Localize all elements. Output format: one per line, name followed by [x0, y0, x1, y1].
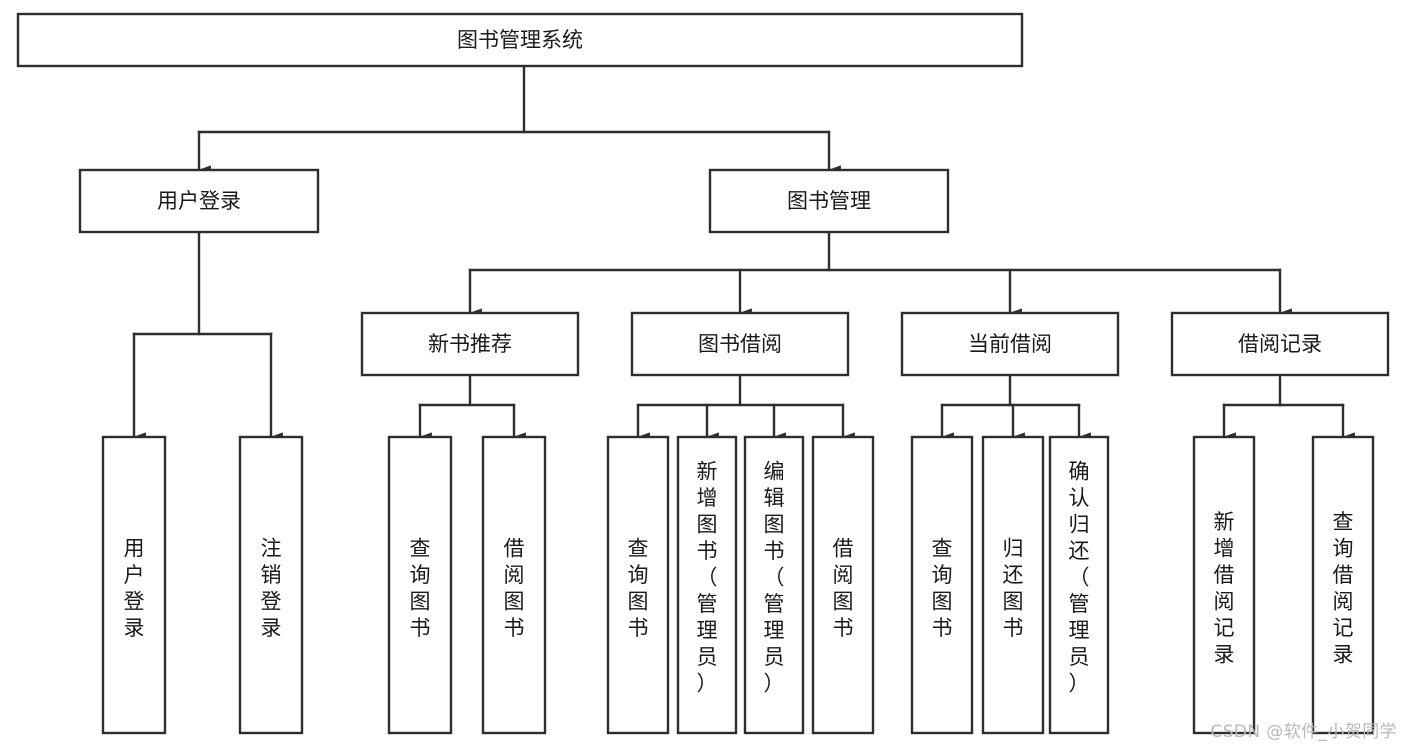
node-box[interactable] — [1192, 435, 1256, 735]
node-label: 借阅图书 — [833, 536, 854, 640]
node-label: 用户登录 — [124, 536, 145, 640]
connector-level1-book-to-level2 — [468, 230, 1292, 318]
connector-book-borrow-to-leaves — [636, 373, 855, 442]
node-box[interactable] — [360, 311, 580, 377]
node-label: 借阅记录 — [1238, 332, 1322, 356]
node-box[interactable] — [743, 435, 805, 735]
node-box[interactable] — [238, 435, 304, 735]
node-leaf-borrow-book-1[interactable]: 借阅图书 — [481, 435, 547, 735]
node-label: 查询图书 — [628, 536, 649, 640]
node-label: 图书借阅 — [698, 332, 782, 356]
node-leaf-query-book-2[interactable]: 查询图书 — [606, 435, 670, 735]
node-leaf-query-record[interactable]: 查询借阅记录 — [1311, 435, 1375, 735]
node-label: 当前借阅 — [968, 332, 1052, 356]
node-box[interactable] — [708, 168, 950, 234]
node-current-borrow[interactable]: 当前借阅 — [900, 311, 1120, 377]
node-borrow-record[interactable]: 借阅记录 — [1170, 311, 1390, 377]
node-box[interactable] — [101, 435, 167, 735]
connector-root-to-level1 — [197, 64, 841, 175]
node-leaf-borrow-book-2[interactable]: 借阅图书 — [811, 435, 875, 735]
node-leaf-add-book[interactable]: 新增图书（管理员） — [676, 435, 738, 735]
node-leaf-query-book-1[interactable]: 查询图书 — [387, 435, 453, 735]
connector-level1-user-to-leaves — [132, 230, 283, 442]
node-box[interactable] — [811, 435, 875, 735]
node-leaf-confirm-return[interactable]: 确认归还（管理员） — [1048, 435, 1110, 735]
node-box[interactable] — [1048, 435, 1110, 735]
node-label: 图书管理 — [787, 189, 871, 213]
node-box[interactable] — [981, 435, 1045, 735]
node-label: 用户登录 — [157, 189, 241, 213]
node-label: 注销登录 — [261, 536, 282, 640]
node-label: 查询图书 — [410, 536, 431, 640]
node-box[interactable] — [481, 435, 547, 735]
nodes-layer: 图书管理系统用户登录图书管理新书推荐图书借阅当前借阅借阅记录用户登录注销登录查询… — [16, 12, 1390, 735]
node-label: 确认归还（管理员） — [1069, 459, 1090, 695]
node-label: 借阅图书 — [504, 536, 525, 640]
node-label: 编辑图书（管理员） — [764, 459, 785, 695]
node-label: 查询借阅记录 — [1333, 510, 1354, 667]
node-box[interactable] — [606, 435, 670, 735]
node-leaf-user-login[interactable]: 用户登录 — [101, 435, 167, 735]
node-leaf-add-record[interactable]: 新增借阅记录 — [1192, 435, 1256, 735]
node-user-login[interactable]: 用户登录 — [78, 168, 320, 234]
node-box[interactable] — [16, 12, 1024, 68]
node-label: 归还图书 — [1003, 536, 1024, 640]
node-label: 新增图书（管理员） — [697, 459, 718, 695]
node-leaf-return-book[interactable]: 归还图书 — [981, 435, 1045, 735]
node-box[interactable] — [1311, 435, 1375, 735]
node-label: 新书推荐 — [428, 332, 512, 356]
connectors-layer — [132, 64, 1355, 442]
node-box[interactable] — [900, 311, 1120, 377]
node-box[interactable] — [630, 311, 850, 377]
node-new-book-recommend[interactable]: 新书推荐 — [360, 311, 580, 377]
node-label: 图书管理系统 — [457, 28, 583, 52]
connector-borrow-record-to-leaves — [1222, 373, 1355, 442]
node-book-manage[interactable]: 图书管理 — [708, 168, 950, 234]
node-label: 查询图书 — [932, 536, 953, 640]
node-box[interactable] — [676, 435, 738, 735]
node-box[interactable] — [387, 435, 453, 735]
node-leaf-query-book-3[interactable]: 查询图书 — [910, 435, 974, 735]
csdn-watermark: CSDN @软件_小贺同学 — [1210, 722, 1397, 742]
node-box[interactable] — [1170, 311, 1390, 377]
node-box[interactable] — [910, 435, 974, 735]
node-label: 新增借阅记录 — [1214, 510, 1235, 667]
node-leaf-logout[interactable]: 注销登录 — [238, 435, 304, 735]
node-root[interactable]: 图书管理系统 — [16, 12, 1024, 68]
connector-new-book-to-leaves — [418, 373, 526, 442]
node-book-borrow[interactable]: 图书借阅 — [630, 311, 850, 377]
node-leaf-edit-book[interactable]: 编辑图书（管理员） — [743, 435, 805, 735]
node-box[interactable] — [78, 168, 320, 234]
connector-current-borrow-to-leaves — [940, 373, 1091, 442]
